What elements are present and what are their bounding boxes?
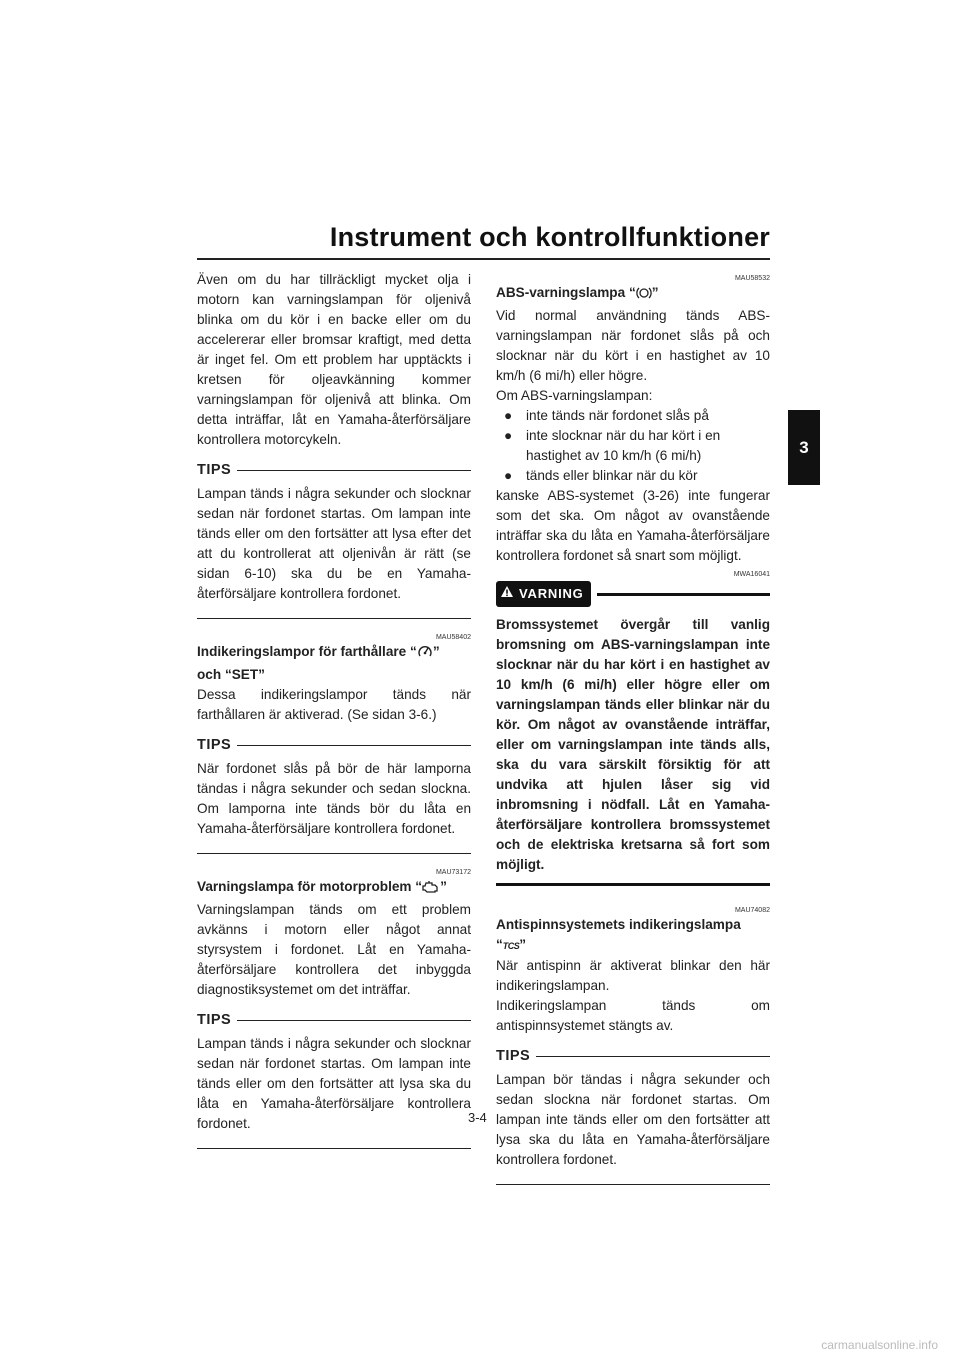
tips-rule [237,469,471,471]
page-title: Instrument och kontrollfunktioner [329,222,770,252]
warning-header: VARNING [496,581,770,607]
title-rule [197,258,770,260]
section-title-engine: Varningslampa för motorproblem “ ” [197,877,471,900]
left-column: Även om du har tillräckligt mycket olja … [197,270,471,1149]
right-column: MAU58532 ABS-varningslampa “ ” Vid normal… [496,270,770,1185]
warning-rule [596,592,770,596]
chapter-tab[interactable]: 3 [788,410,820,485]
list-item: ● inte tänds när fordonet slås på [504,406,770,426]
tips-label: TIPS [197,1012,232,1028]
abs-after-paragraph: kanske ABS-systemet (3-26) inte fungerar… [496,488,770,563]
tips-label: TIPS [197,462,232,478]
engine-icon [422,880,440,900]
list-item: ● inte slocknar när du har kört i en hast… [504,426,770,466]
engine-paragraph: Varningslampan tänds om ett problem avkä… [197,902,471,997]
tcs-icon: TCS [502,941,520,951]
tips-text: Lampan tänds i några sekunder och slockn… [197,486,471,601]
warning-end-rule [496,883,770,886]
abs-bullet-list: ● inte tänds när fordonet slås på ● inte s… [496,406,770,486]
tips-header: TIPS [197,735,471,755]
tips-end-rule [197,853,471,854]
tips-rule [536,1055,770,1057]
tips-label: TIPS [197,737,232,753]
tips-text: Lampan tänds i några sekunder och slockn… [197,1036,471,1131]
title-text: Varningslampa för motorproblem “ [197,879,423,894]
abs-icon [636,286,652,306]
title-text-open: “ [496,937,503,952]
tips-text: Lampan bör tändas i några sekunder och s… [496,1072,770,1167]
bullet-icon: ● [504,428,513,443]
title-text: Antispinnsystemets indikeringslampa [496,917,741,932]
oil-intro-paragraph: Även om du har tillräckligt mycket olja … [197,272,471,447]
title-text-end: ” [440,879,447,894]
bullet-icon: ● [504,408,513,423]
tips-label: TIPS [496,1048,531,1064]
tips-end-rule [197,618,471,619]
tips-rule [237,1019,471,1021]
warning-triangle-icon [500,584,514,604]
list-item: ● tänds eller blinkar när du kör [504,466,770,486]
tcs-paragraph-1: När antispinn är aktiverat blinkar den h… [496,958,770,993]
tips-header: TIPS [197,460,471,480]
page-number: 3-4 [468,1110,487,1125]
tips-rule [237,744,471,746]
section-code: MAU74082 [734,907,770,914]
title-text-end: ” [432,644,440,659]
watermark[interactable]: carmanualsonline.info [821,1338,938,1352]
tcs-paragraph-2: Indikeringslampan tänds om antispinnsyst… [496,998,770,1033]
section-title-tcs: Antispinnsystemets indikeringslampa “TCS… [496,915,770,956]
section-code: MAU58532 [734,275,770,282]
title-text-end: ” [519,937,527,952]
section-code: MAU73172 [435,869,471,876]
cruise-paragraph: Dessa indikeringslampor tänds när farthå… [197,687,471,722]
section-code: MAU58402 [435,634,471,641]
section-title-abs: ABS-varningslampa “ ” [496,283,770,306]
cruise-control-icon [417,644,433,665]
title-text: ABS-varningslampa “ [496,285,636,300]
tips-end-rule [197,1148,471,1149]
title-text-2: och “SET” [197,667,265,682]
title-text: Indikeringslampor för farthållare “ [197,644,417,659]
list-item-text: tänds eller blinkar när du kör [526,468,698,483]
title-text-end: ” [651,285,659,300]
list-item-text: inte tänds när fordonet slås på [526,408,709,423]
warning-badge: VARNING [496,581,591,607]
tips-header: TIPS [496,1046,770,1066]
tips-end-rule [496,1184,770,1185]
list-item-text: inte slocknar när du har kört i en hasti… [526,428,721,463]
warning-text: Bromssystemet övergår till vanlig bromsn… [496,617,770,872]
warning-label: VARNING [519,586,584,601]
abs-paragraph: Vid normal användning tänds ABS-varnings… [496,308,770,383]
bullet-icon: ● [504,468,513,483]
tips-header: TIPS [197,1010,471,1030]
section-title-cruise: Indikeringslampor för farthållare “ ” och… [197,642,471,685]
abs-list-intro: Om ABS-varningslampan: [496,388,653,403]
tips-text: När fordonet slås på bör de här lamporna… [197,761,471,836]
section-code: MWA16041 [733,571,770,578]
